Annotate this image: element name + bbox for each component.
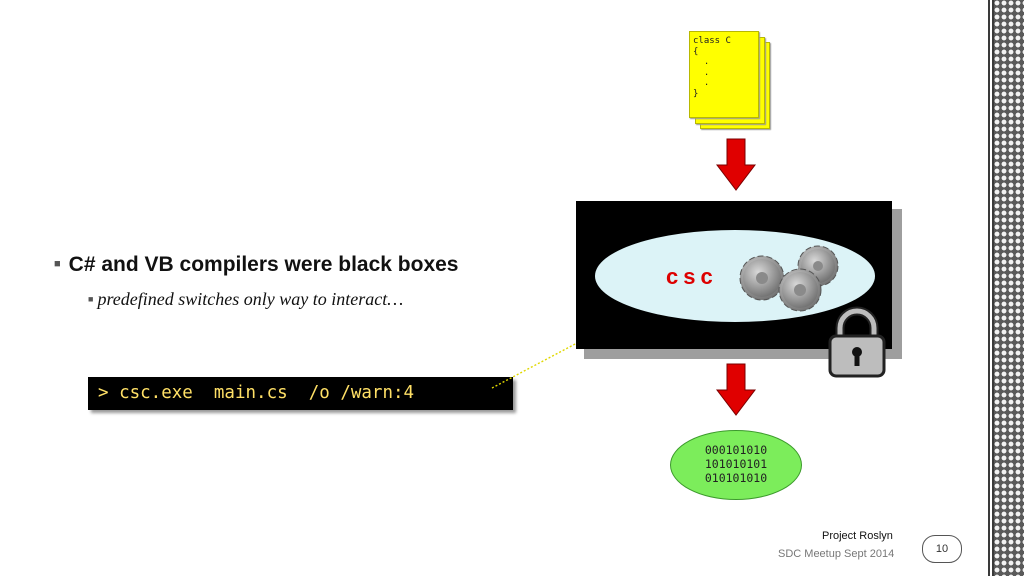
source-code-line: class C [693,36,731,46]
bullet-marker: ■ [88,294,94,304]
footer-title: Project Roslyn [822,530,893,542]
binary-line: 010101010 [704,471,768,485]
document-page [689,31,759,118]
arrow-down-icon [715,363,757,416]
bullet-main-text: C# and VB compilers were black boxes [68,253,459,276]
bullet-sub-text: predefined switches only way to interact… [97,289,404,309]
bullet-sub: ■predefined switches only way to interac… [88,289,403,310]
source-code-line: { [693,46,699,57]
footer-subtitle: SDC Meetup Sept 2014 [778,548,895,560]
decorative-edge-line [990,0,992,576]
binary-line: 101010101 [704,457,768,471]
bullet-marker: ■ [54,258,61,270]
command-line-box [88,377,513,410]
decorative-dot-pattern [994,0,1024,576]
source-code-line: . [693,57,710,67]
binary-output-bubble: 000101010 101010101 010101010 [670,430,802,500]
bullet-main: ■ C# and VB compilers were black boxes [54,253,458,277]
page-number: 10 [922,535,962,563]
gears-icon [739,245,839,312]
source-code-line: . [693,78,710,88]
binary-line: 000101010 [704,443,768,457]
padlock-icon [828,306,886,378]
command-line-text: > csc.exe main.cs /o /warn:4 [98,383,415,403]
source-code: class C{ . . .} [693,36,731,99]
arrow-down-icon [715,138,757,191]
source-code-line: . [693,67,710,78]
compiler-label: csc [666,264,718,289]
source-code-line: } [693,88,699,99]
